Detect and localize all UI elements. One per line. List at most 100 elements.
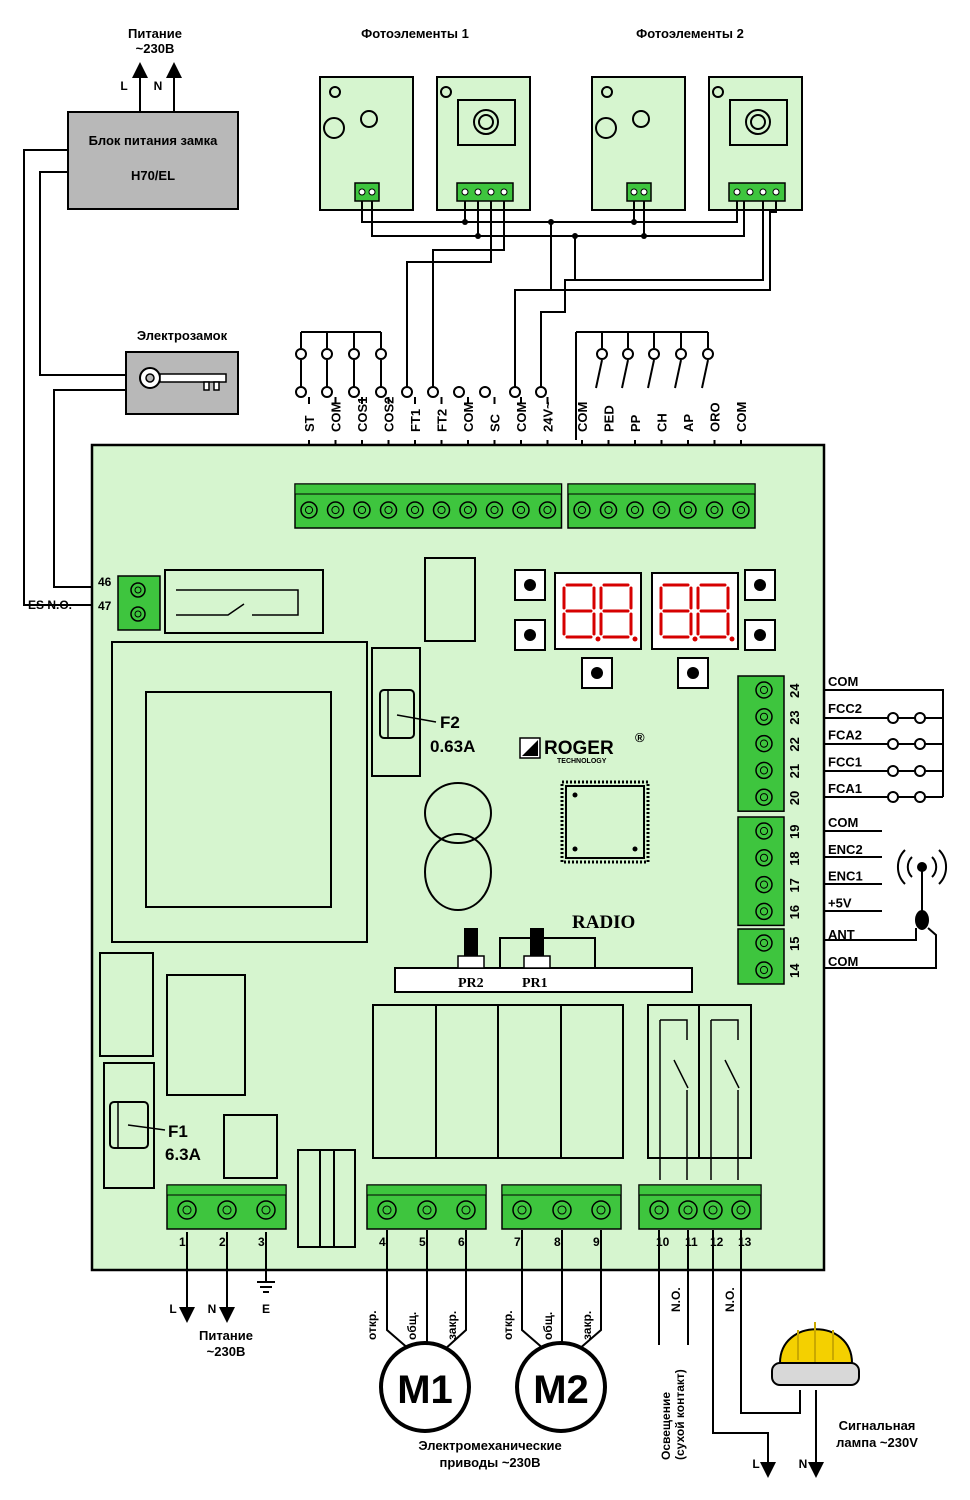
- terminal-4-num: 4: [379, 1235, 386, 1249]
- terminal-35-name: COM: [461, 402, 476, 432]
- fuse-f1-holder: [103, 1062, 155, 1189]
- fuse-f2-pointer: [396, 714, 437, 723]
- motor-m1-label: M1: [397, 1368, 453, 1412]
- limit-switch-contacts: [887, 712, 926, 803]
- antenna-icon: [824, 849, 948, 969]
- lamp-l: L: [752, 1457, 759, 1471]
- terminal-34-name: SC: [488, 413, 503, 432]
- terminal-25-name: COM: [734, 402, 749, 432]
- pr2-jumper-base: [457, 955, 485, 969]
- terminal-32-name: 24V~: [541, 401, 556, 432]
- fuse-f1: [109, 1101, 149, 1149]
- lock-title: Электрозамок: [137, 328, 228, 343]
- terminal-block-25-31: [567, 483, 756, 529]
- terminal-15-name: ANT: [828, 927, 855, 942]
- lamp-n: N: [799, 1457, 808, 1471]
- f1-value: 6.3A: [165, 1145, 201, 1164]
- terminal-27-name: AP: [681, 414, 696, 432]
- fuse-f1-pointer: [127, 1124, 166, 1131]
- light-no-label: N.O.: [669, 1287, 683, 1312]
- motors-line2: приводы ~230В: [439, 1455, 540, 1470]
- encoder-wiring: [824, 830, 882, 912]
- terminal-24-name: COM: [828, 674, 858, 689]
- terminal-block-46-47: [117, 575, 161, 631]
- terminal-17-num: 17: [787, 878, 802, 892]
- terminal-23-name: FCC2: [828, 701, 862, 716]
- microcontroller-chip: [560, 780, 650, 864]
- pr1-jumper-base: [523, 955, 551, 969]
- light-line1: Освещение: [659, 1392, 673, 1460]
- terminal-8-num: 8: [554, 1235, 561, 1249]
- terminal-23-num: 23: [787, 710, 802, 724]
- fuse-f2: [379, 689, 415, 739]
- power-bottom-title: Питание: [199, 1328, 253, 1343]
- terminal-21-name: FCC1: [828, 754, 862, 769]
- output-wiring: [658, 1230, 824, 1478]
- m1-wire-common: общ.: [405, 1312, 419, 1340]
- f2-name: F2: [440, 713, 460, 732]
- terminal-5-num: 5: [419, 1235, 426, 1249]
- command-contacts-right: [575, 331, 709, 440]
- motor-m2-label: M2: [533, 1368, 589, 1412]
- psu-wire-inner: [39, 171, 126, 376]
- m2-wire-common: общ.: [541, 1312, 555, 1340]
- capacitor-bottom: [424, 833, 492, 911]
- psu-line2: H70/EL: [131, 168, 175, 183]
- button-down-left[interactable]: [514, 619, 546, 651]
- terminal-17-name: ENC1: [828, 869, 863, 884]
- terminal-20-name: FCA1: [828, 781, 862, 796]
- light-line2: (сухой контакт): [673, 1369, 687, 1460]
- terminal-6-num: 6: [458, 1235, 465, 1249]
- lamp-line2: лампа ~230V: [836, 1435, 918, 1450]
- roger-logo: [519, 737, 541, 759]
- transformer-outer: [111, 641, 368, 943]
- button-down-right[interactable]: [744, 619, 776, 651]
- terminal-14-num: 14: [787, 963, 802, 978]
- terminal-2-num: 2: [219, 1235, 226, 1249]
- brand-sub: TECHNOLOGY: [557, 758, 607, 765]
- photo1-title: Фотоэлементы 1: [361, 26, 469, 41]
- terminal-16-num: 16: [787, 905, 802, 919]
- bottom-n: N: [208, 1302, 217, 1316]
- board-component-small: [223, 1114, 278, 1179]
- terminal-46-num: 46: [98, 575, 112, 589]
- button-up-left[interactable]: [514, 569, 546, 601]
- terminal-28-name: CH: [655, 413, 670, 432]
- motor-relays: [372, 1004, 624, 1159]
- power-top-l: L: [120, 79, 127, 93]
- motor-wiring: [386, 1230, 602, 1351]
- output-relays: [647, 1004, 752, 1180]
- wire-junction-dots: [462, 219, 647, 239]
- motor-m2: [515, 1341, 607, 1433]
- button-up-right[interactable]: [744, 569, 776, 601]
- button-bottom-left[interactable]: [581, 657, 613, 689]
- terminal-29-name: PP: [628, 414, 643, 432]
- terminal-16-name: +5V: [828, 895, 852, 910]
- bottom-l: L: [169, 1302, 176, 1316]
- board-component-box: [424, 557, 476, 642]
- terminal-39-name: COS1: [355, 397, 370, 432]
- capacitor-top: [424, 782, 492, 844]
- terminal-18-name: ENC2: [828, 842, 863, 857]
- photocell-transmitter-1: [319, 76, 414, 211]
- m1-wire-close: закр.: [445, 1311, 459, 1340]
- motor-m1: [379, 1341, 471, 1433]
- fuse-f2-holder: [371, 647, 421, 777]
- signal-lamp-icon: [771, 1322, 860, 1386]
- brand-name: ROGER: [544, 738, 614, 759]
- lock-wire-to-46: [53, 389, 126, 588]
- photocell-transmitter-2: [591, 76, 686, 211]
- terminal-22-name: FCA2: [828, 728, 862, 743]
- pr1-jumper[interactable]: [530, 928, 544, 958]
- board-component-f1-top: [99, 952, 154, 1057]
- m2-wire-close: закр.: [580, 1311, 594, 1340]
- terminal-22-num: 22: [787, 737, 802, 751]
- terminal-36-name: FT2: [435, 409, 450, 432]
- terminal-9-num: 9: [593, 1235, 600, 1249]
- button-bottom-right[interactable]: [677, 657, 709, 689]
- pr2-jumper[interactable]: [464, 928, 478, 958]
- bottom-power-wiring: [179, 1232, 275, 1323]
- brand-reg: ®: [635, 730, 645, 745]
- pr2-label: PR2: [458, 976, 484, 991]
